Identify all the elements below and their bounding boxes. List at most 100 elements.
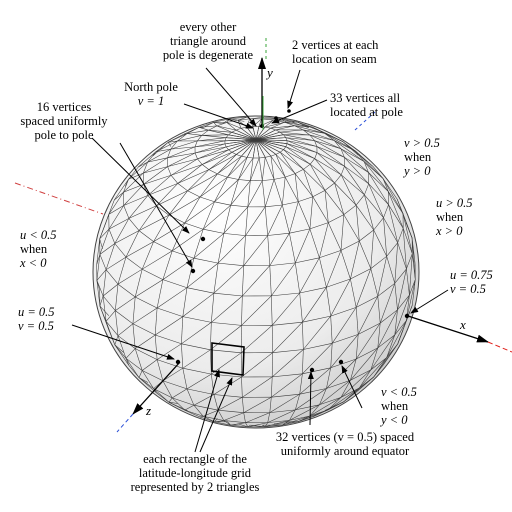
mesh-edge	[368, 172, 389, 192]
mesh-edge	[284, 176, 299, 202]
mesh-edge	[241, 155, 248, 158]
mesh-edge	[115, 284, 119, 311]
mesh-edge	[405, 222, 413, 239]
label-line: u > 0.5	[436, 196, 473, 210]
mesh-edge	[283, 134, 287, 138]
mesh-edge	[334, 140, 365, 162]
mesh-edge	[274, 421, 299, 425]
mesh-edge	[295, 257, 320, 264]
mesh-edge	[262, 180, 266, 207]
mesh-edge	[270, 154, 276, 157]
mesh-edge	[96, 254, 101, 281]
mesh-edge	[105, 269, 119, 285]
mesh-edge	[142, 250, 173, 270]
mesh-edge	[197, 135, 203, 142]
mesh-edge	[217, 410, 225, 421]
mesh-edge	[383, 204, 389, 218]
mesh-edge	[303, 169, 326, 191]
mesh-edge	[267, 204, 283, 236]
mesh-edge	[372, 166, 384, 179]
mesh-edge	[125, 348, 136, 359]
mesh-edge	[227, 421, 231, 426]
mesh-edge	[231, 132, 257, 140]
mesh-edge	[281, 118, 289, 124]
mesh-edge	[299, 388, 327, 395]
mesh-edge	[350, 358, 357, 381]
mesh-edge	[197, 146, 227, 160]
mesh-edge	[231, 129, 237, 133]
mesh-edge	[250, 157, 260, 181]
mesh-edge	[289, 409, 296, 421]
label-line: v = 0.5	[450, 282, 486, 296]
mesh-edge	[141, 370, 154, 389]
mesh-edge	[343, 214, 360, 242]
mesh-edge	[282, 201, 299, 206]
mesh-edge	[194, 140, 198, 147]
mesh-edge	[238, 157, 248, 180]
mesh-edge	[330, 278, 351, 317]
mesh-edge	[108, 330, 116, 345]
mesh-edge	[271, 376, 273, 398]
mesh-edge	[193, 233, 224, 259]
label-seam: 2 vertices at each location on seam	[292, 38, 378, 66]
mesh-edge	[331, 307, 357, 344]
mesh-edge	[96, 238, 100, 265]
mesh-edge	[340, 387, 360, 398]
mesh-edge	[213, 263, 219, 294]
mesh-edge	[370, 334, 396, 371]
mesh-edge	[281, 118, 298, 123]
mesh-edge	[298, 196, 313, 202]
mesh-edge	[272, 349, 304, 378]
mesh-edge	[115, 296, 136, 311]
mesh-edge	[359, 229, 374, 242]
mesh-edge	[295, 404, 320, 411]
label-u-075: u = 0.75 v = 0.5	[450, 268, 493, 296]
mesh-edge	[342, 141, 359, 156]
mesh-edge	[309, 134, 342, 149]
mesh-edge	[314, 140, 345, 158]
label-line: uniformly around equator	[280, 444, 410, 458]
mesh-edge	[350, 278, 357, 308]
label-line: y > 0	[404, 164, 431, 178]
mesh-edge	[259, 157, 266, 159]
mesh-edge	[303, 343, 333, 350]
vertex-dot	[309, 367, 315, 373]
mesh-edge	[324, 190, 345, 215]
mesh-edge	[108, 205, 124, 230]
mesh-edge	[355, 194, 365, 206]
mesh-edge	[208, 125, 218, 131]
mesh-edge	[240, 128, 257, 140]
mesh-edge	[370, 347, 379, 370]
mesh-edge	[289, 228, 310, 234]
mesh-edge	[402, 228, 413, 254]
mesh-edge	[297, 121, 309, 128]
mesh-edge	[368, 172, 389, 205]
mesh-edge	[208, 129, 232, 133]
mesh-edge	[271, 295, 273, 326]
mesh-edge	[203, 416, 224, 421]
mesh-edge	[303, 129, 335, 141]
mesh-edge	[267, 409, 296, 423]
mesh-edge	[217, 235, 246, 264]
mesh-edge	[236, 139, 257, 155]
mesh-edge	[383, 217, 387, 257]
mesh-edge	[289, 201, 299, 234]
mesh-edge	[377, 334, 395, 349]
mesh-edge	[217, 155, 242, 175]
mesh-edge	[214, 201, 231, 206]
mesh-edge	[343, 204, 357, 215]
mesh-edge	[177, 164, 203, 184]
mesh-edge	[230, 423, 239, 426]
mesh-edge	[279, 152, 296, 174]
mesh-edge	[388, 204, 398, 243]
mesh-edge	[282, 204, 290, 234]
mesh-edge	[123, 184, 144, 206]
mesh-edge	[143, 166, 168, 174]
mesh-edge	[211, 322, 242, 326]
mesh-edge	[359, 240, 372, 269]
mesh-edge	[340, 250, 351, 280]
mesh-edge	[386, 242, 398, 257]
mesh-edge	[330, 316, 333, 344]
mesh-edge	[332, 334, 359, 344]
mesh-edge	[238, 157, 254, 180]
